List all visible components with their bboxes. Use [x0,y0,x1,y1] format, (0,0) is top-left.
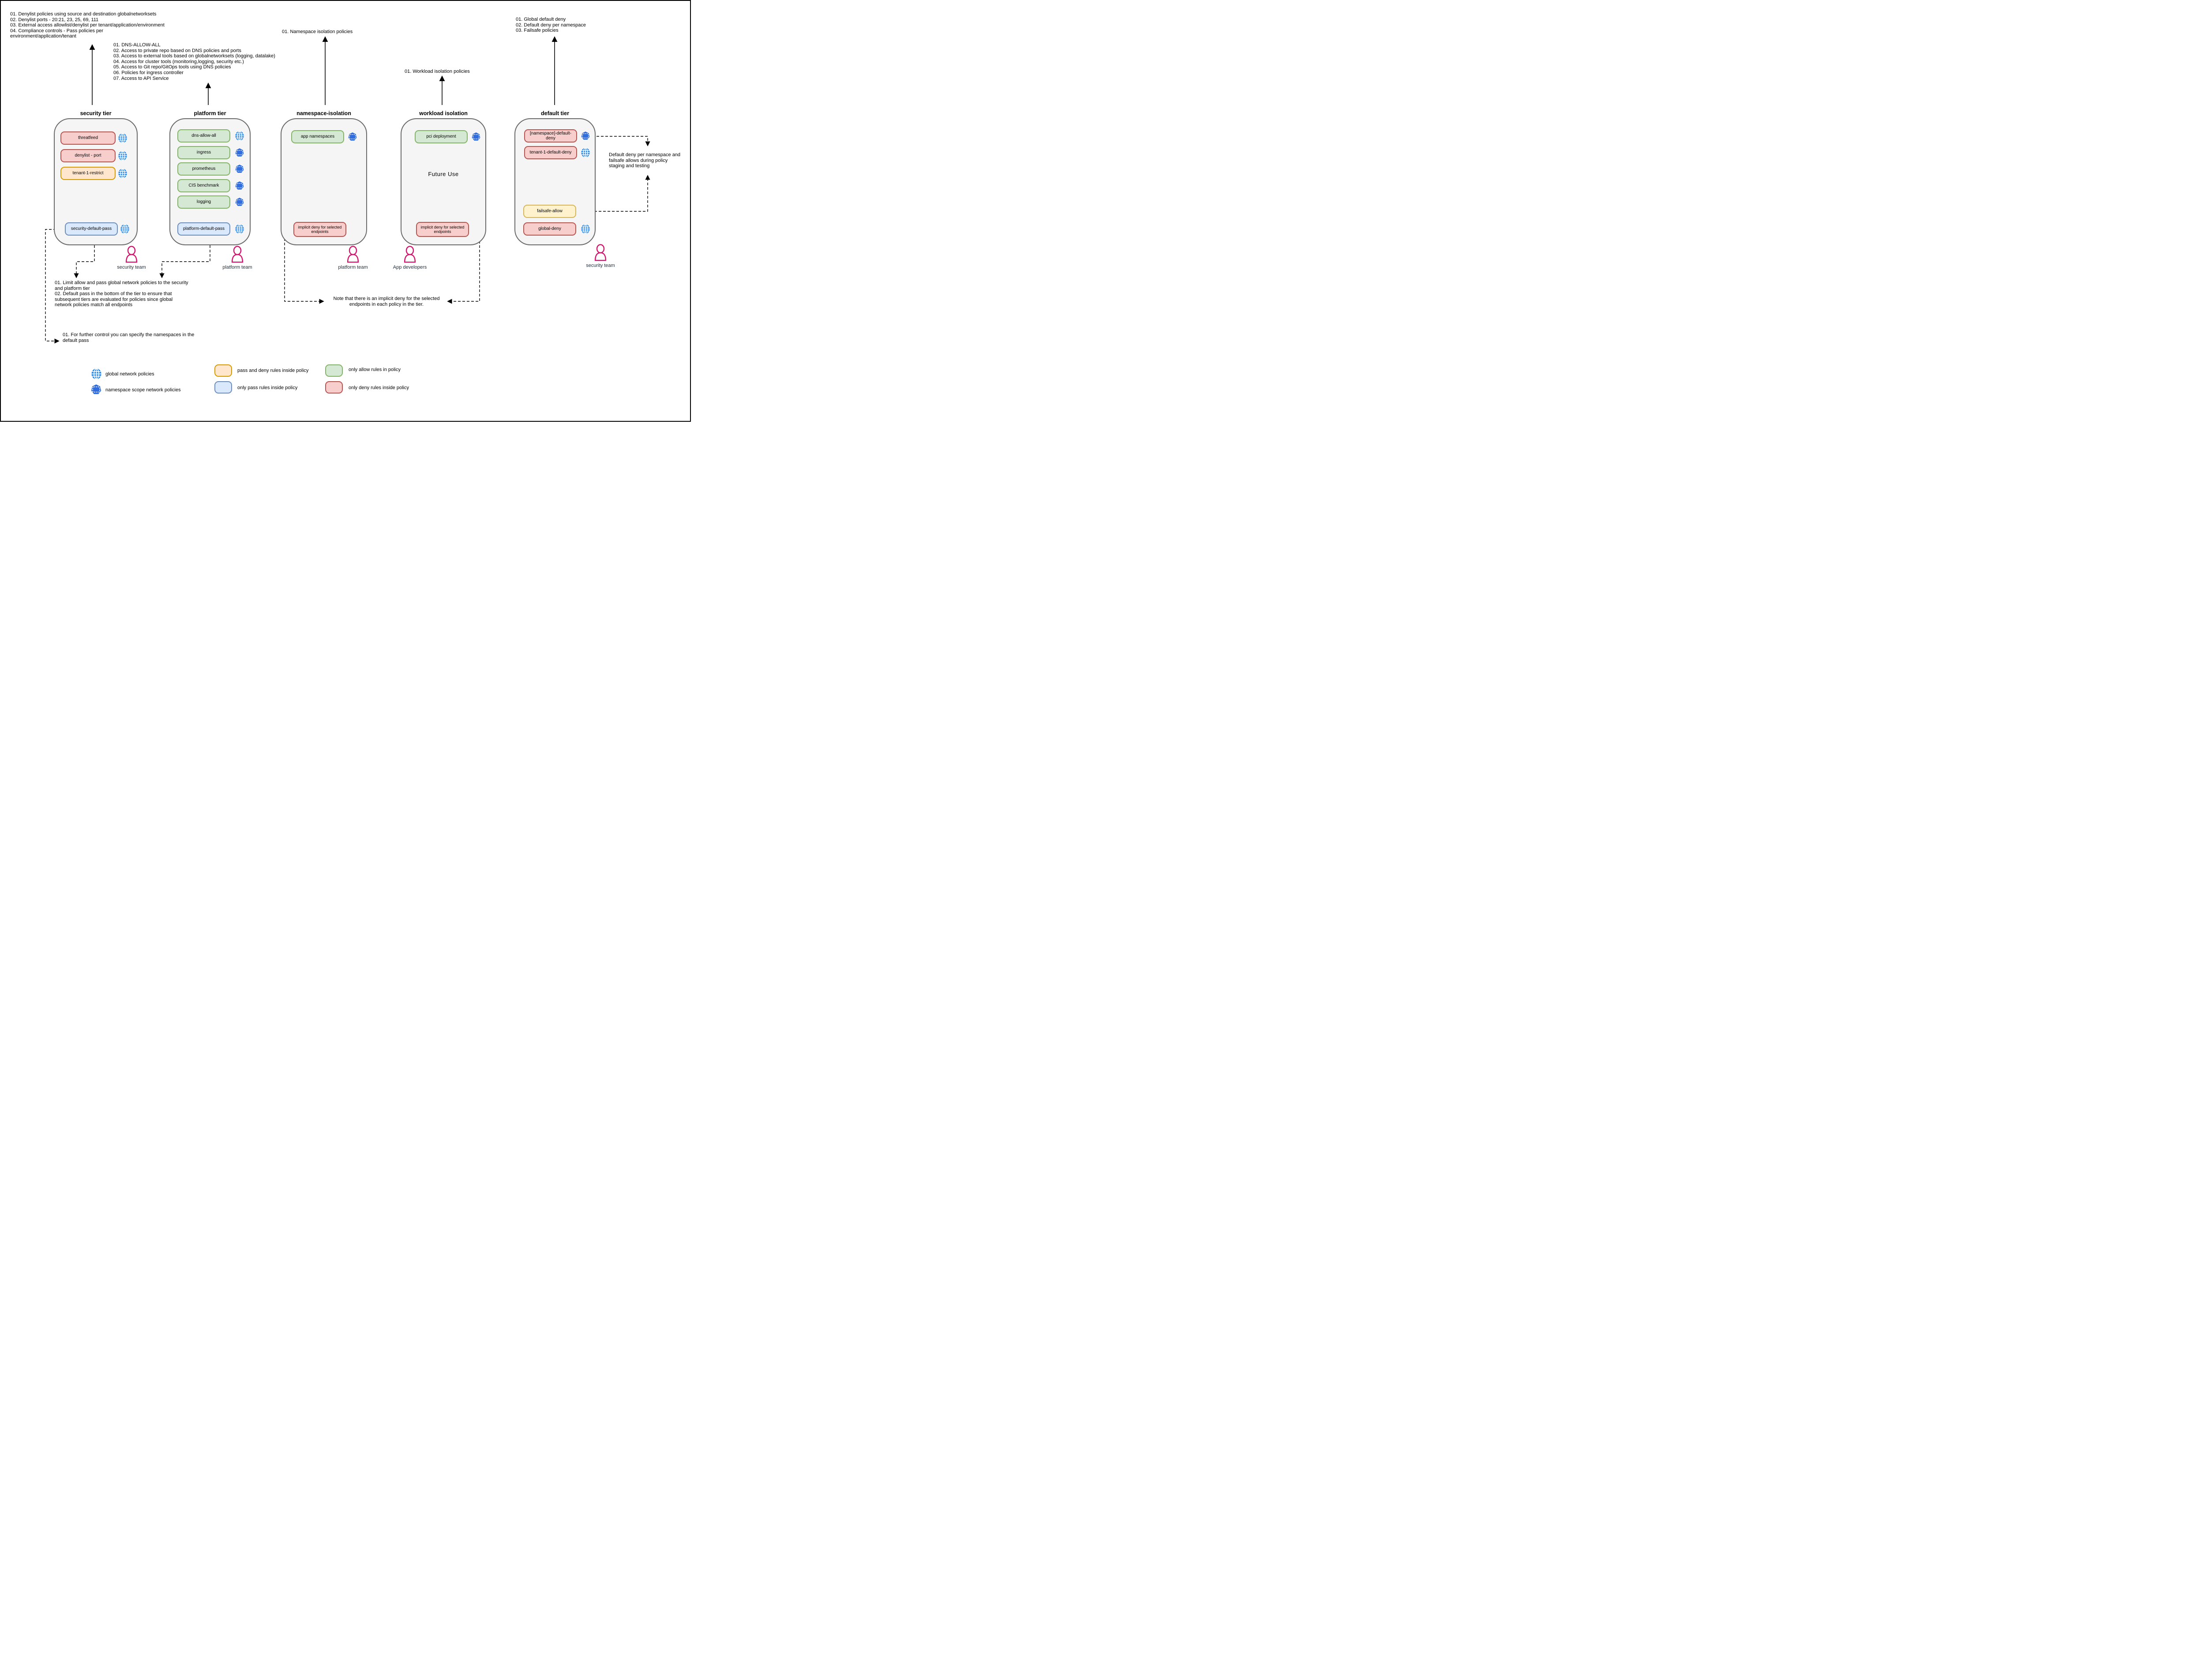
tier-title-workload-isolation: workload isolation [419,110,468,116]
policy-pci-deployment: pci deployment [415,130,468,143]
person-icon [347,246,359,263]
legend-label-pass-deny: pass and deny rules inside policy [237,368,309,373]
policy-prometheus: prometheus [177,162,230,176]
policy-denylist-port: denylist - port [60,149,116,162]
person-icon [231,246,244,263]
policy-threatfeed: threatfeed [60,131,116,145]
policy-tenant-1-default-deny: tenant-1-default-deny [524,146,577,159]
person-icon [594,244,607,261]
globe-icon [235,224,244,234]
tier-title-namespace-isolation: namespace-isolation [296,110,351,116]
globe-icon [581,224,590,234]
legend-label-global: global network policies [105,371,154,377]
default-deny-note: Default deny per namespace and failsafe … [609,152,681,169]
policy-implicit-deny-workload: implicit deny for selected endpoints [416,222,469,237]
legend-label-pass: only pass rules inside policy [237,385,298,390]
namespace-icon [581,131,590,140]
implicit-deny-note: Note that there is an implicit deny for … [333,296,440,307]
connector-namespace-default-deny-to-note [592,136,650,146]
tier-title-default: default tier [541,110,569,116]
legend-swatch-pass-deny [214,364,232,377]
person-icon [125,246,138,263]
team-label-app-developers: App developers [393,265,427,270]
platform-tier-notes: 01. DNS-ALLOW-ALL 02. Access to private … [113,42,275,81]
team-label-security-1: security team [117,265,146,270]
namespace-icon [348,132,357,141]
namespace-icon [235,181,244,190]
policy-app-namespaces: app namespaces [291,130,344,143]
namespace-icon [235,148,244,157]
policy-cis-benchmark: CIS benchmark [177,179,230,192]
namespace-icon [90,384,102,395]
tier-title-security: security tier [80,110,112,116]
namespace-tier-note: 01. Namespace isolation policies [282,29,353,34]
default-tier-notes: 01. Global default deny 02. Default deny… [516,17,586,34]
policy-namespace-default-deny: [namespace]-default-deny [524,129,577,142]
team-label-platform-1: platform team [222,265,252,270]
policy-ingress: ingress [177,146,230,159]
connector-platform-tier-to-limit-note [159,245,210,278]
globe-icon [118,133,128,143]
diagram-canvas: 01. Denylist policies using source and d… [0,0,691,422]
limit-allow-note: 01. Limit allow and pass global network … [55,280,188,308]
future-use-label: Future Use [428,171,459,177]
policy-logging: logging [177,195,230,209]
policy-global-deny: global-deny [523,222,576,236]
security-tier-notes: 01. Denylist policies using source and d… [10,11,165,39]
team-label-platform-2: platform team [338,265,368,270]
namespace-icon [235,197,244,206]
policy-tenant-1-restrict: tenant-1-restrict [60,167,116,180]
workload-tier-note: 01. Workload isolation policies [405,69,470,74]
legend-swatch-pass [214,381,232,394]
policy-dns-allow-all: dns-allow-all [177,129,230,142]
policy-security-default-pass: security-default-pass [65,222,118,236]
legend-label-allow: only allow rules in policy [349,367,401,372]
namespace-icon [471,132,481,141]
team-label-security-2: security team [586,263,615,268]
legend-label-deny: only deny rules inside policy [349,385,409,390]
policy-failsafe-allow: failsafe-allow [523,205,576,218]
globe-icon [581,148,590,158]
connector-security-tier-to-limit-note [74,245,95,278]
person-icon [404,246,416,263]
policy-implicit-deny-namespace: implicit deny for selected endpoints [293,222,346,237]
legend-swatch-deny [325,381,343,394]
legend-label-namespace-scope: namespace scope network policies [105,387,181,393]
globe-icon [118,151,128,161]
globe-icon [118,169,128,178]
globe-icon [120,224,130,234]
globe-icon [91,368,102,379]
namespace-icon [235,164,244,173]
globe-icon [235,131,244,141]
policy-platform-default-pass: platform-default-pass [177,222,230,236]
further-control-note: 01. For further control you can specify … [63,332,195,343]
tier-title-platform: platform tier [194,110,226,116]
legend-swatch-allow [325,364,343,377]
